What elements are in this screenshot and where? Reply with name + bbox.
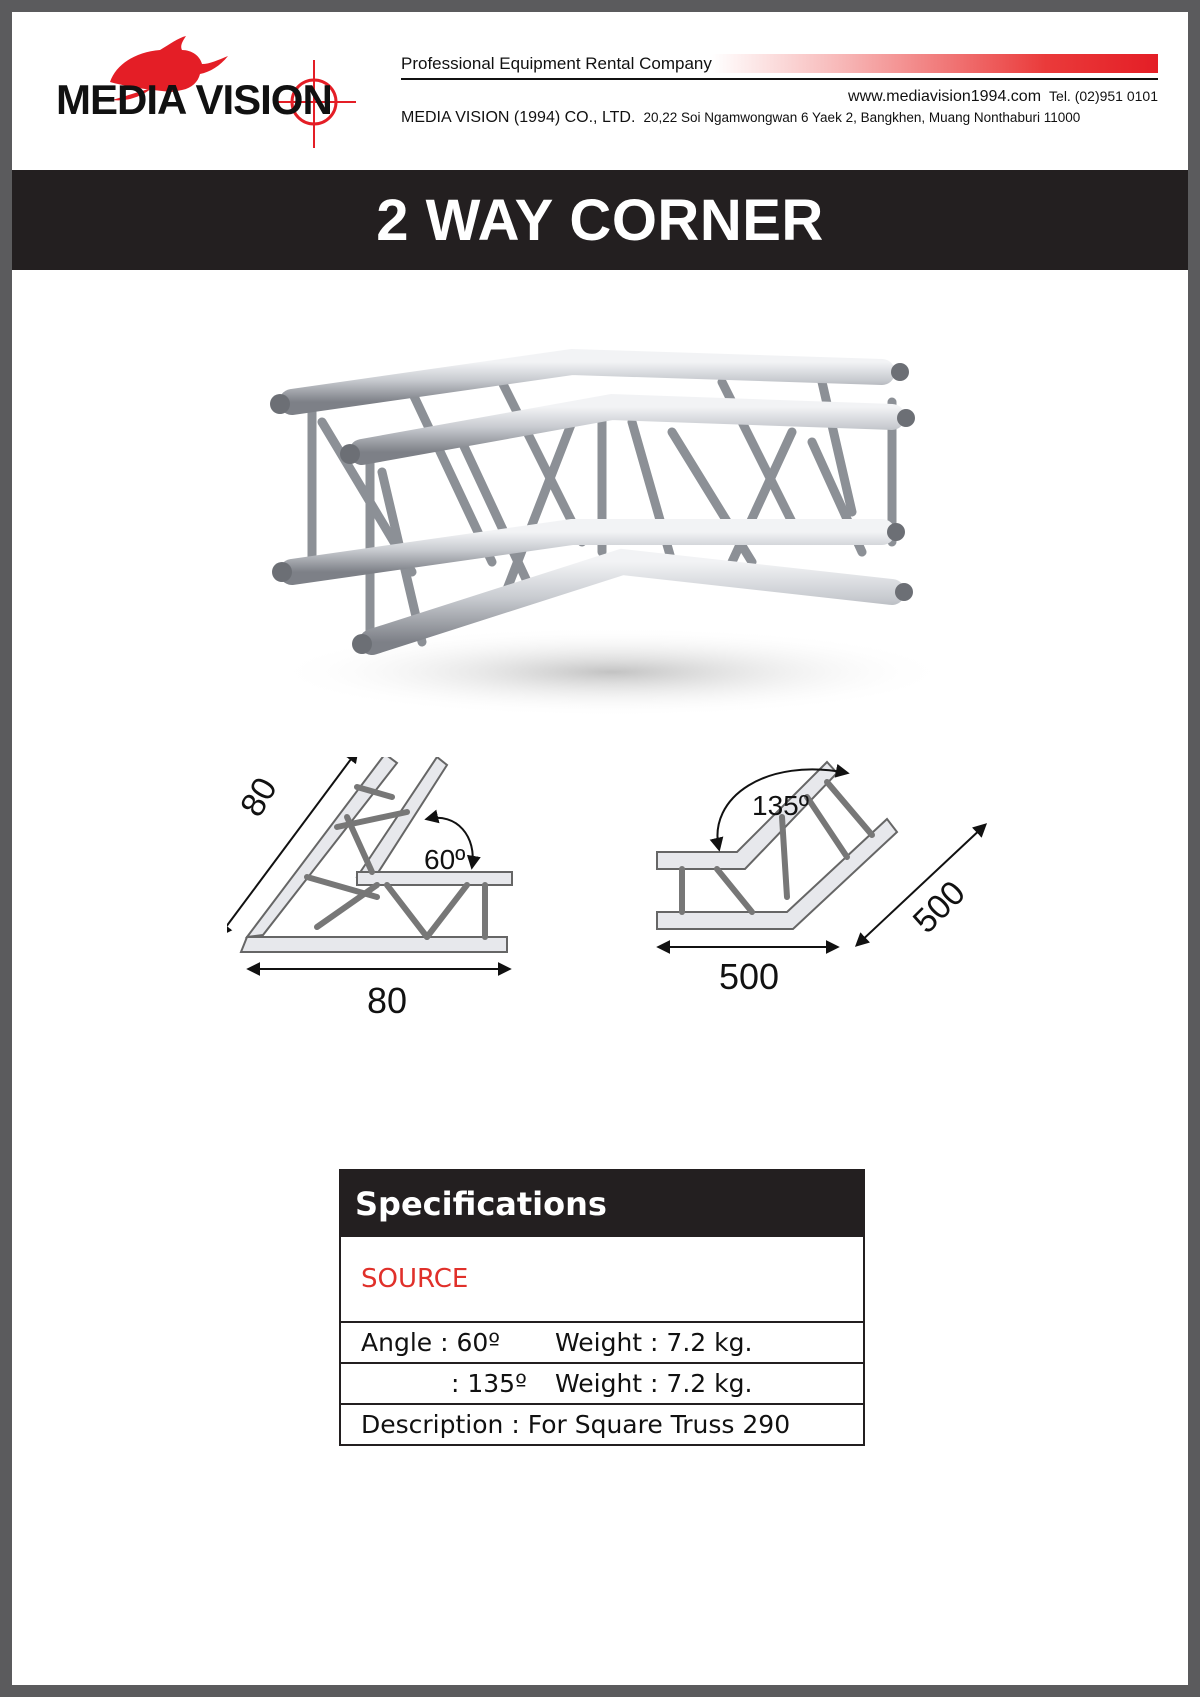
dim-right-diagonal: 500 (906, 874, 973, 941)
spec-row-angle-135: : 135º Weight : 7.2 kg. (341, 1364, 863, 1405)
page: MEDIA VISION Professional Equipment Rent… (12, 12, 1188, 1685)
angle-label-60: 60º (424, 844, 465, 875)
header-divider (401, 78, 1158, 80)
company-name: MEDIA VISION (1994) CO., LTD. (401, 109, 636, 126)
page-title: 2 WAY CORNER (376, 187, 824, 253)
spec-angle-60: Angle : 60º (361, 1328, 501, 1357)
truss-corner-photo (270, 348, 952, 717)
diagram-60-degree: 80 80 60º (227, 757, 513, 1021)
spec-row-angle-60: Angle : 60º Weight : 7.2 kg. (341, 1323, 863, 1364)
address-line: MEDIA VISION (1994) CO., LTD. 20,22 Soi N… (401, 109, 1080, 127)
dim-left-diagonal: 80 (233, 771, 285, 823)
spec-row-description: Description : For Square Truss 290 (361, 1410, 791, 1439)
dim-left-bottom: 80 (367, 980, 407, 1021)
diagram-135-degree: 500 500 135º (656, 760, 988, 997)
spec-heading: Specifications (341, 1171, 863, 1237)
title-band: 2 WAY CORNER (12, 170, 1188, 270)
tagline-red-bar (712, 54, 1158, 73)
spec-weight-135: Weight : 7.2 kg. (555, 1369, 753, 1398)
contact-line: www.mediavision1994.com Tel. (02)951 0101 (848, 88, 1158, 106)
spec-weight-60: Weight : 7.2 kg. (555, 1328, 753, 1357)
telephone: Tel. (02)951 0101 (1049, 88, 1158, 104)
brand-name: MEDIA VISION (56, 76, 333, 123)
tagline: Professional Equipment Rental Company (401, 54, 712, 73)
dimension-diagrams: 80 80 60º 500 500 135º (227, 757, 988, 1021)
spec-angle-135: : 135º (451, 1369, 527, 1398)
kangaroo-logo-icon (110, 36, 356, 148)
website-link[interactable]: www.mediavision1994.com (848, 88, 1042, 105)
company-address: 20,22 Soi Ngamwongwan 6 Yaek 2, Bangkhen… (643, 110, 1081, 125)
angle-label-135: 135º (752, 790, 809, 821)
dim-right-bottom: 500 (719, 956, 779, 997)
spec-source: SOURCE (341, 1237, 863, 1323)
